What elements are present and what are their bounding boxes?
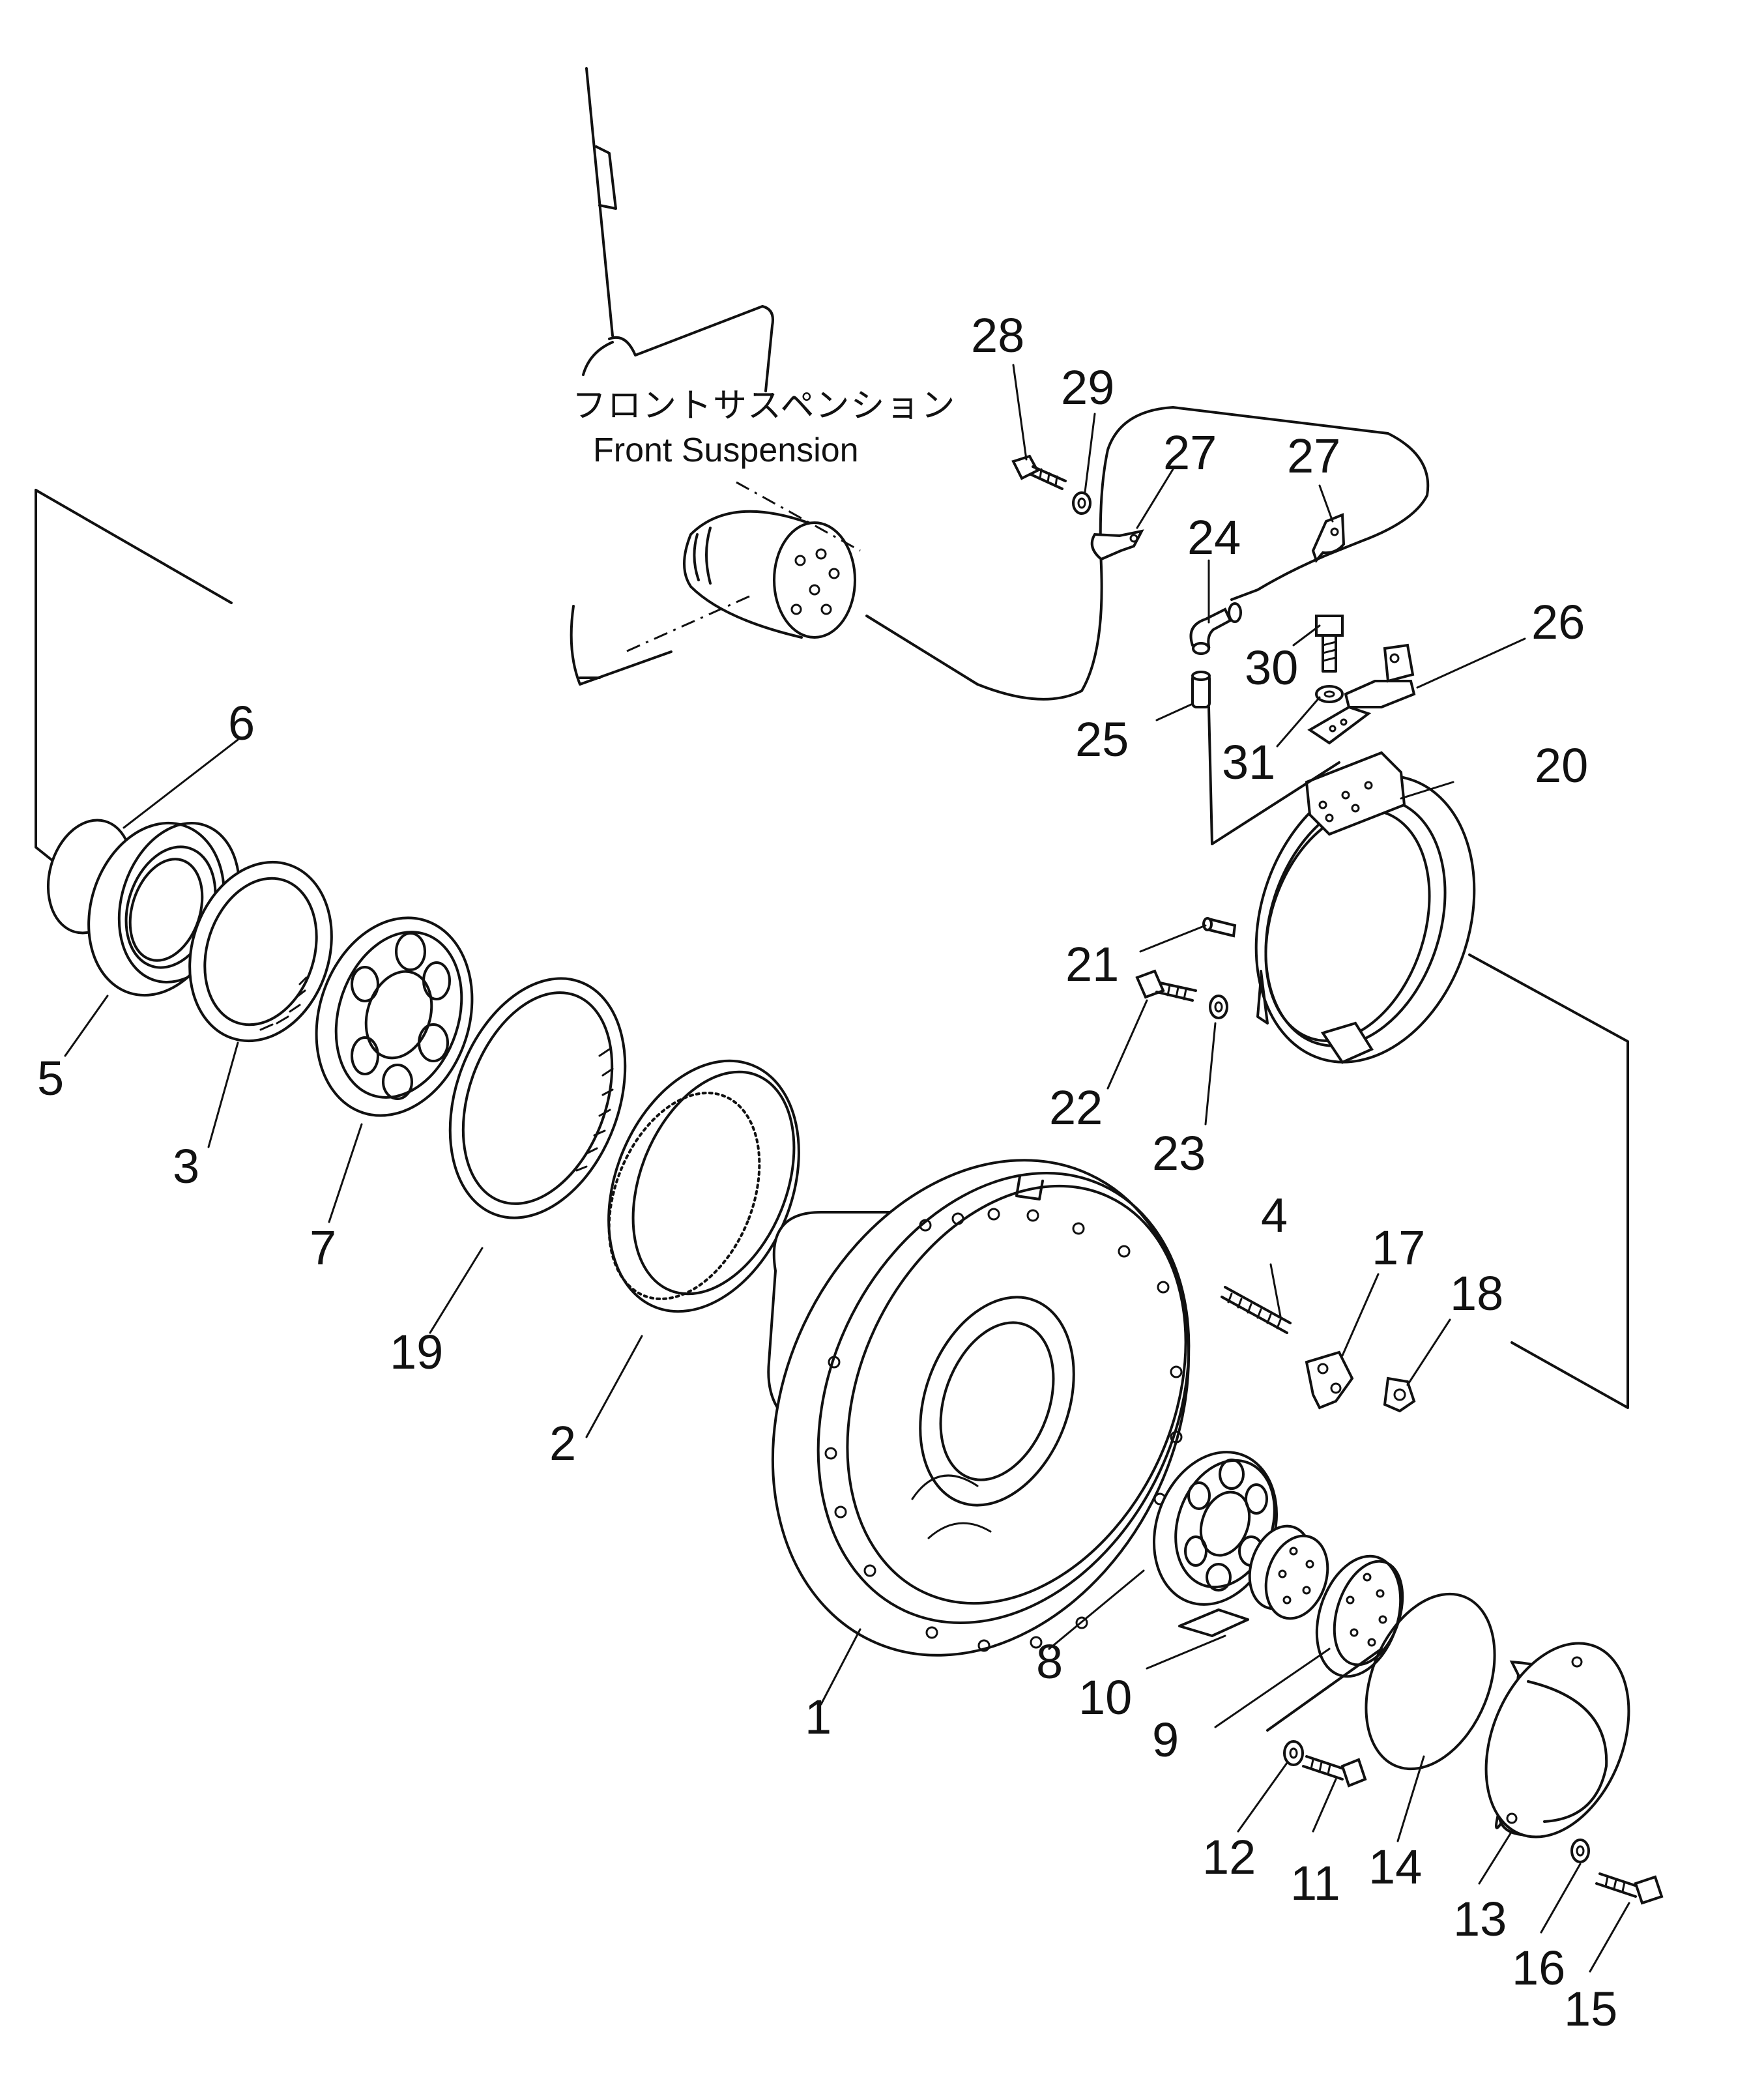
label-30: 30 xyxy=(1245,641,1298,695)
label-2: 2 xyxy=(549,1416,576,1470)
label-4: 4 xyxy=(1261,1188,1288,1242)
front-suspension-callout: フロントサスペンション Front Suspension xyxy=(572,386,956,469)
label-12: 12 xyxy=(1202,1830,1256,1884)
label-29: 29 xyxy=(1061,360,1114,414)
label-6: 6 xyxy=(228,696,255,750)
assembly-lines xyxy=(35,489,1629,1409)
label-17: 17 xyxy=(1372,1221,1425,1275)
label-27b: 27 xyxy=(1287,429,1340,483)
leader-lines xyxy=(64,364,1630,1973)
label-13: 13 xyxy=(1453,1892,1507,1946)
label-14: 14 xyxy=(1368,1840,1422,1894)
bolt-11 xyxy=(1302,1755,1367,1788)
washer-31 xyxy=(1315,685,1344,703)
bracket-26 xyxy=(1307,643,1416,745)
nut-18 xyxy=(1383,1376,1416,1413)
sensor-harness xyxy=(865,406,1430,701)
washer-23 xyxy=(1209,995,1228,1019)
label-22: 22 xyxy=(1049,1081,1103,1135)
label-10: 10 xyxy=(1078,1670,1132,1724)
label-20: 20 xyxy=(1535,738,1588,793)
stud-4 xyxy=(1221,1286,1292,1334)
sleeve-25 xyxy=(1191,671,1211,708)
roller-bearing-7 xyxy=(315,916,474,1117)
plate-9 xyxy=(1266,1554,1404,1732)
label-25: 25 xyxy=(1075,712,1129,766)
washer-29 xyxy=(1072,491,1092,515)
lock-plate-17 xyxy=(1305,1350,1354,1410)
label-26: 26 xyxy=(1531,595,1585,649)
bearing-race-3 xyxy=(188,860,333,1043)
cover-13 xyxy=(1484,1642,1630,1839)
label-19: 19 xyxy=(390,1325,443,1379)
label-16: 16 xyxy=(1512,1941,1565,1995)
callout-jp: フロントサスペンション xyxy=(572,386,956,426)
washer-16 xyxy=(1570,1839,1590,1863)
clip-27a xyxy=(1090,529,1144,561)
label-15: 15 xyxy=(1564,1982,1617,2036)
label-27a: 27 xyxy=(1163,426,1217,480)
bolt-28 xyxy=(1011,454,1067,490)
label-23: 23 xyxy=(1152,1126,1206,1180)
clip-27b xyxy=(1311,513,1346,564)
label-28: 28 xyxy=(971,308,1024,362)
label-5: 5 xyxy=(37,1051,64,1105)
washer-12 xyxy=(1283,1740,1304,1766)
front-suspension-frame xyxy=(570,67,774,686)
wheel-hub-1 xyxy=(767,1159,1191,1657)
elbow-24 xyxy=(1189,602,1242,655)
housing-ring-20 xyxy=(1254,751,1476,1064)
bolt-30 xyxy=(1315,615,1344,673)
bolt-22 xyxy=(1135,969,1197,1002)
label-21: 21 xyxy=(1065,937,1119,991)
label-7: 7 xyxy=(310,1221,336,1275)
bolt-15 xyxy=(1595,1872,1664,1905)
shim-10 xyxy=(1178,1524,1329,1637)
callout-en: Front Suspension xyxy=(593,431,859,469)
part-labels: 1 2 3 4 5 6 7 8 9 10 11 12 13 14 15 16 1… xyxy=(37,308,1617,2036)
bearing-cup-19 xyxy=(448,977,627,1219)
ring-gear-2 xyxy=(607,1059,800,1313)
label-11: 11 xyxy=(1290,1856,1340,1910)
o-ring-14 xyxy=(1365,1592,1496,1771)
label-18: 18 xyxy=(1450,1266,1503,1320)
label-24: 24 xyxy=(1187,510,1241,564)
label-9: 9 xyxy=(1152,1713,1179,1767)
label-1: 1 xyxy=(805,1690,831,1744)
label-3: 3 xyxy=(173,1139,199,1193)
suspension-axle-boss xyxy=(625,481,861,653)
pin-21 xyxy=(1202,917,1237,938)
label-31: 31 xyxy=(1222,735,1275,789)
label-8: 8 xyxy=(1036,1635,1063,1689)
